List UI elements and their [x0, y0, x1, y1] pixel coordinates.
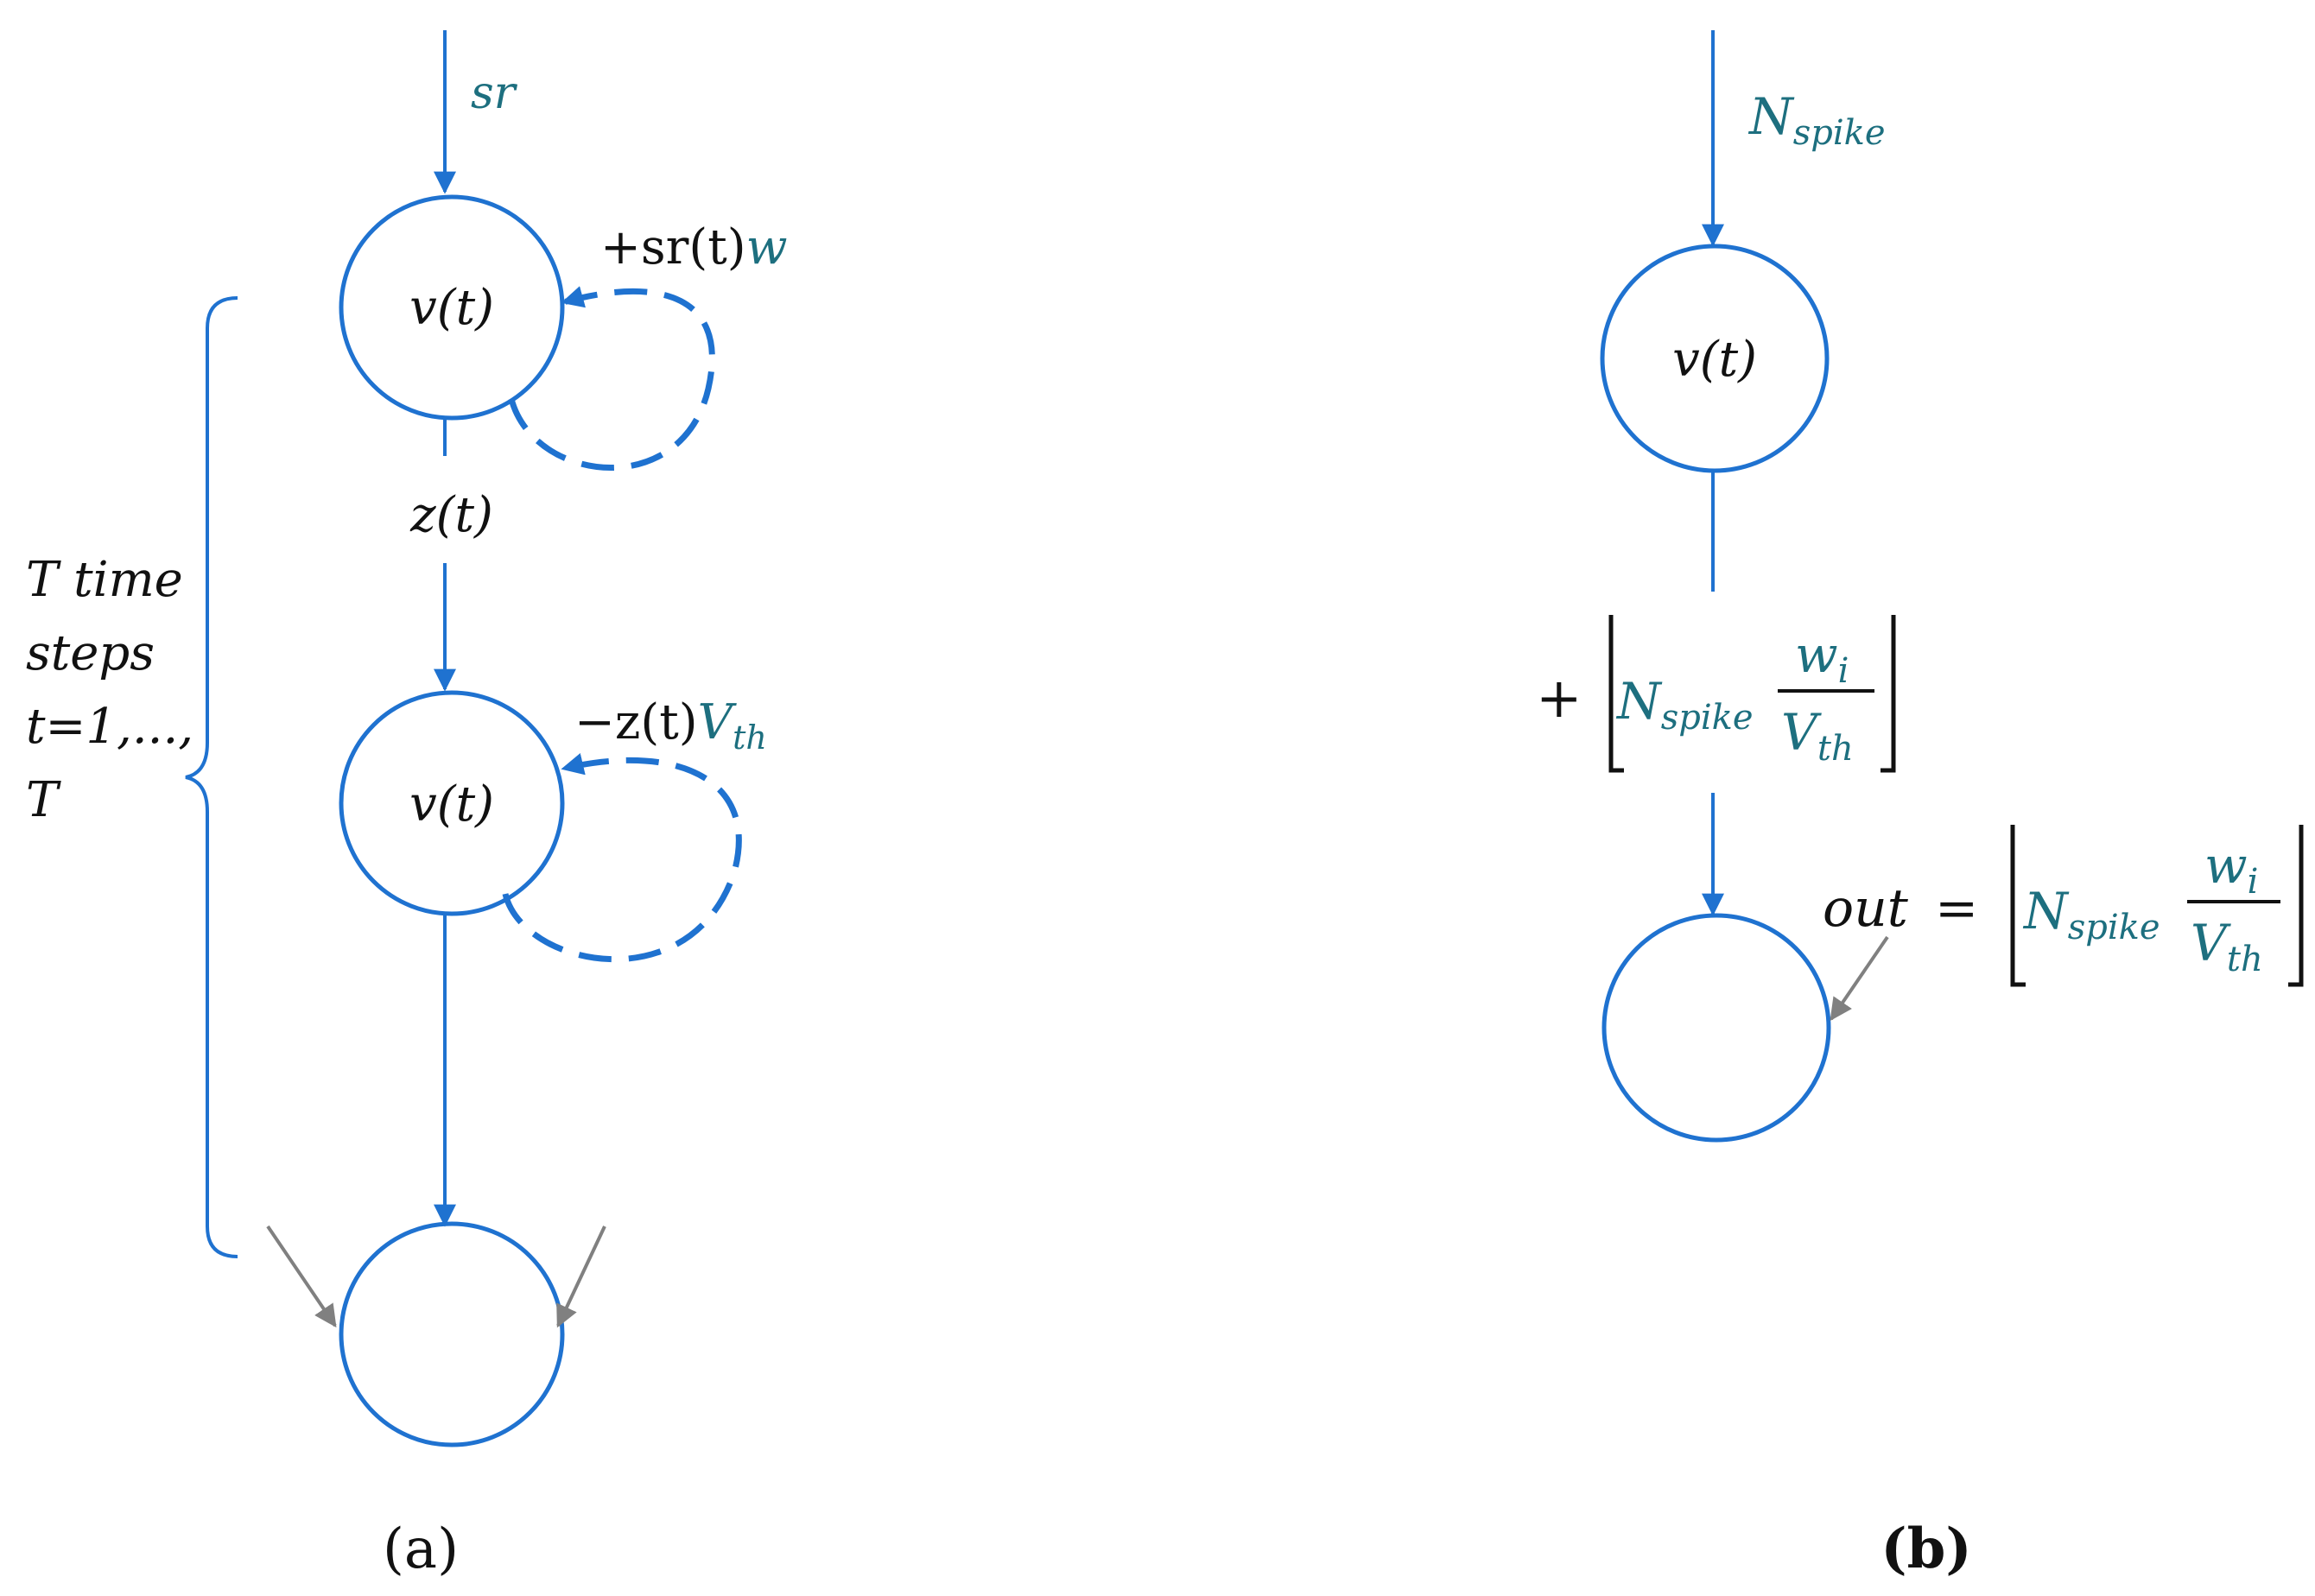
formula-plus: + [1536, 667, 1582, 731]
out-den: Vth [2191, 914, 2263, 979]
formula-den: Vth [1781, 703, 1854, 769]
node-v-t-2 [339, 690, 565, 916]
out-label: out [1823, 878, 1909, 939]
self-loop-1 [508, 286, 715, 471]
out-formula: out = Nspike wi Vth [1823, 825, 2304, 987]
caption-a: (a) [383, 1517, 459, 1581]
gray-arrow-left [266, 1225, 337, 1328]
input-label-sr: sr [471, 67, 518, 119]
loop1-label: +sr(t)w [600, 219, 788, 276]
input-label-nspike: Nspike [1747, 87, 1886, 153]
time-steps-brace [185, 296, 238, 1258]
node-output-b [1601, 913, 1831, 1143]
gray-arrow-out [1830, 935, 1889, 1022]
out-num: wi [2204, 836, 2258, 902]
node1-label: v(t) [409, 280, 494, 336]
node2-label: v(t) [409, 776, 494, 833]
formula-nspike: Nspike [1615, 672, 1754, 738]
panel-a: sr v(t) +sr(t)w z(t) v(t) −z(t)Vth [26, 30, 788, 1581]
formula-num: wi [1795, 625, 1849, 691]
self-loop-2 [502, 753, 742, 963]
out-nspike: Nspike [2022, 882, 2160, 947]
brace-label: T time steps t=1,..., T [26, 552, 209, 828]
gray-arrow-right [556, 1226, 606, 1328]
node-b-label: v(t) [1672, 332, 1757, 388]
out-floor-left [2010, 825, 2026, 987]
out-equals: = [1935, 878, 1978, 939]
floor-bracket-left [1608, 615, 1624, 773]
edge-label-z-t: z(t) [409, 487, 493, 543]
node-output-a [339, 1221, 565, 1447]
out-floor-right [2288, 825, 2304, 987]
panel-b: Nspike v(t) + Nspike wi Vth [1536, 30, 2304, 1581]
floor-formula: + Nspike wi Vth [1536, 615, 1896, 773]
loop2-label: −z(t)Vth [574, 694, 767, 757]
floor-bracket-right [1881, 615, 1896, 773]
caption-b: (b) [1881, 1517, 1971, 1581]
